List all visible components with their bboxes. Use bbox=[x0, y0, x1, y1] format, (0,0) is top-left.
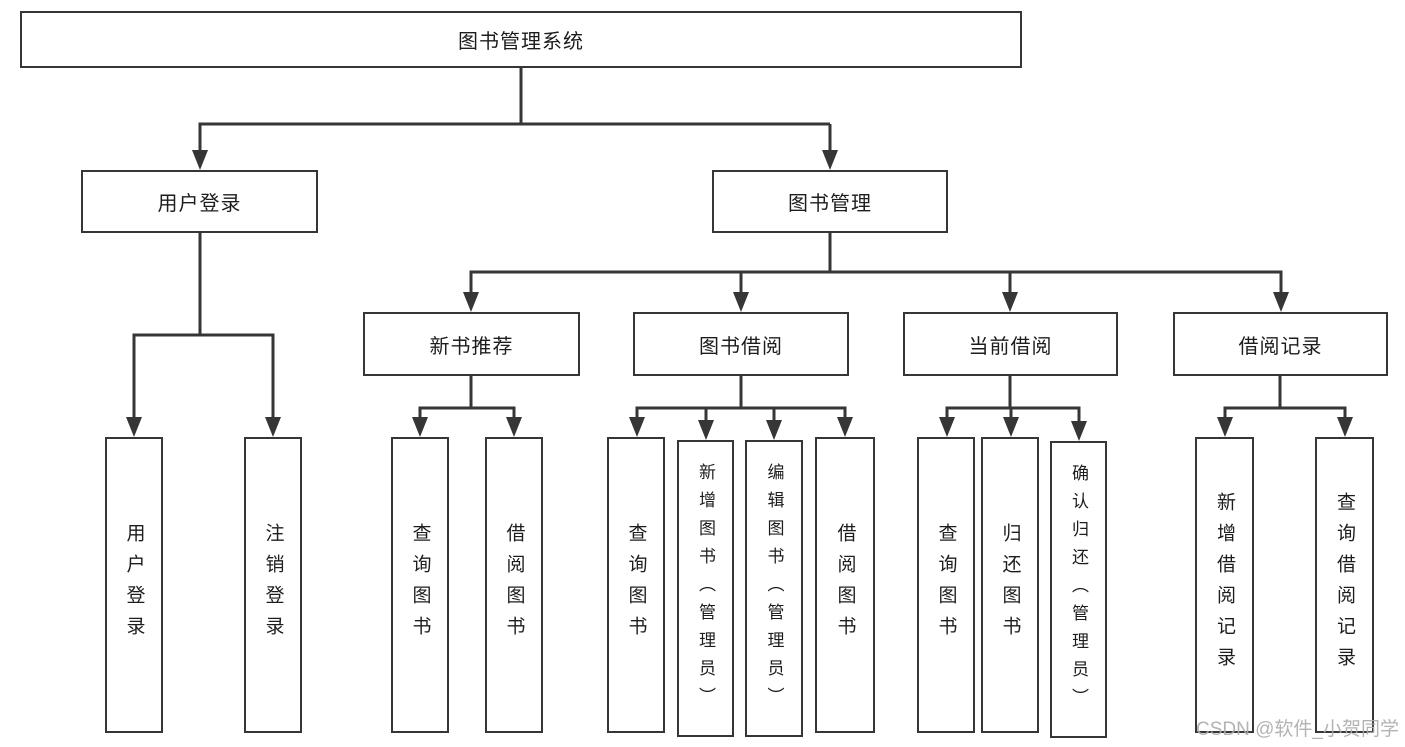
node-label: 用户登录 bbox=[157, 193, 242, 215]
node-label: 确认归还（管理员） bbox=[1069, 463, 1088, 716]
connector-root bbox=[198, 68, 832, 152]
node-label: 借阅图书 bbox=[834, 523, 856, 647]
node-label: 借阅图书 bbox=[503, 523, 525, 647]
node-label: 新增图书（管理员） bbox=[696, 462, 715, 715]
leaf-add-borrow-record: 新增借阅记录 bbox=[1195, 437, 1254, 733]
node-new-book-recommend: 新书推荐 bbox=[363, 312, 580, 376]
connector-user-login bbox=[132, 233, 275, 419]
arrowhead-icon bbox=[412, 417, 428, 437]
arrowhead-icon bbox=[837, 417, 853, 437]
arrowhead-icon bbox=[1337, 417, 1353, 437]
arrowhead-icon bbox=[265, 417, 281, 437]
arrowhead-icon bbox=[822, 150, 838, 170]
node-label: 用户登录 bbox=[123, 523, 145, 647]
arrowhead-icon bbox=[506, 417, 522, 437]
leaf-logout: 注销登录 bbox=[244, 437, 302, 733]
arrowhead-icon bbox=[1273, 292, 1289, 312]
node-book-mgmt-branch: 图书管理 bbox=[712, 170, 948, 233]
leaf-return-books: 归还图书 bbox=[981, 437, 1039, 733]
arrowhead-icon bbox=[1071, 421, 1087, 441]
node-label: 查询图书 bbox=[409, 523, 431, 647]
leaf-add-books-admin: 新增图书（管理员） bbox=[677, 440, 734, 737]
node-label: 编辑图书（管理员） bbox=[764, 462, 784, 715]
node-label: 归还图书 bbox=[999, 523, 1021, 647]
connector-book-mgmt bbox=[469, 233, 1283, 294]
connector-borrow-records bbox=[1223, 376, 1347, 419]
node-book-borrow: 图书借阅 bbox=[633, 312, 849, 376]
arrowhead-icon bbox=[463, 292, 479, 312]
connector-new-books bbox=[418, 376, 516, 419]
node-user-login-branch: 用户登录 bbox=[81, 170, 318, 233]
node-current-borrow: 当前借阅 bbox=[903, 312, 1118, 376]
arrowhead-icon bbox=[192, 150, 208, 170]
arrowhead-icon bbox=[1217, 417, 1233, 437]
arrowhead-icon bbox=[698, 420, 714, 440]
leaf-query-books-1: 查询图书 bbox=[391, 437, 449, 733]
leaf-confirm-return-admin: 确认归还（管理员） bbox=[1050, 441, 1107, 738]
node-label: 图书管理系统 bbox=[458, 31, 584, 53]
connector-book-borrow bbox=[635, 376, 847, 422]
arrowhead-icon bbox=[1003, 417, 1019, 437]
leaf-query-books-3: 查询图书 bbox=[917, 437, 975, 733]
leaf-query-borrow-record: 查询借阅记录 bbox=[1315, 437, 1374, 733]
leaf-user-login: 用户登录 bbox=[105, 437, 163, 733]
node-label: 图书管理 bbox=[788, 193, 872, 215]
node-borrow-records: 借阅记录 bbox=[1173, 312, 1388, 376]
arrowhead-icon bbox=[629, 417, 645, 437]
node-label: 查询图书 bbox=[935, 523, 957, 647]
node-label: 查询图书 bbox=[625, 523, 647, 647]
connector-current-borrow bbox=[945, 376, 1081, 423]
node-label: 新增借阅记录 bbox=[1214, 492, 1235, 678]
leaf-borrow-books-2: 借阅图书 bbox=[815, 437, 875, 733]
arrowhead-icon bbox=[939, 417, 955, 437]
node-label: 新书推荐 bbox=[429, 335, 514, 358]
node-label: 查询借阅记录 bbox=[1334, 492, 1355, 678]
leaf-borrow-books-1: 借阅图书 bbox=[485, 437, 543, 733]
arrowhead-icon bbox=[1002, 292, 1018, 312]
arrowhead-icon bbox=[766, 420, 782, 440]
node-label: 图书借阅 bbox=[699, 335, 783, 358]
node-label: 借阅记录 bbox=[1238, 335, 1323, 358]
node-library-system: 图书管理系统 bbox=[20, 11, 1022, 68]
arrowhead-icon bbox=[733, 292, 749, 312]
node-label: 当前借阅 bbox=[968, 335, 1053, 358]
node-label: 注销登录 bbox=[262, 523, 284, 647]
csdn-watermark: CSDN @软件_小贺同学 bbox=[1196, 719, 1399, 740]
arrowhead-icon bbox=[126, 417, 142, 437]
leaf-query-books-2: 查询图书 bbox=[607, 437, 665, 733]
leaf-edit-books-admin: 编辑图书（管理员） bbox=[745, 440, 803, 737]
